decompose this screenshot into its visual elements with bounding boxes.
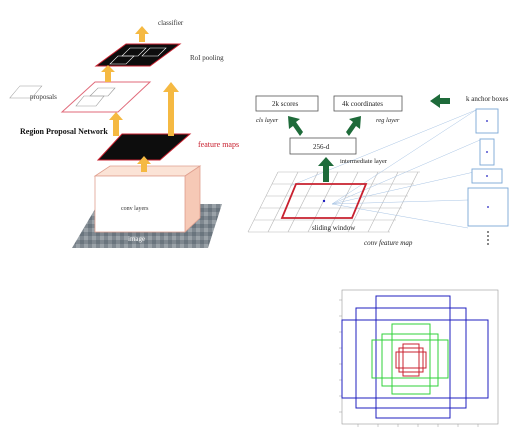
image-label: image [128, 235, 145, 243]
anchor-ellipsis-dots [487, 231, 489, 245]
blue-anchor-square [355, 307, 467, 409]
arrow-roi-to-classifier [135, 26, 149, 42]
green-arrows [288, 94, 450, 182]
classifier-label: classifier [158, 19, 184, 27]
anchor-boxes-label: k anchor boxes [466, 95, 509, 103]
arrow-to-cls [288, 116, 303, 136]
anchor-centers [486, 120, 489, 208]
coordinates-label: 4k coordinates [342, 100, 383, 108]
red-anchor-wide [395, 351, 427, 369]
sliding-window-label: sliding window [312, 224, 356, 232]
anchor-boxes [467, 108, 509, 227]
feature-maps-plane [96, 133, 192, 161]
roi-pooling-plane [94, 43, 182, 67]
scores-label: 2k scores [272, 100, 299, 108]
intermediate-label: intermediate layer [340, 158, 388, 165]
dim-label: 256-d [313, 143, 330, 151]
cls-layer-label: cls layer [256, 117, 279, 124]
conv-feature-map-grid [247, 171, 420, 233]
roi-pooling-label: RoI pooling [190, 54, 224, 62]
arrow-features-to-roi [163, 82, 179, 136]
proposals-plane [9, 81, 152, 113]
anchor-projection-lines [289, 109, 481, 229]
blue-anchor-wide [341, 319, 489, 399]
right-diagram: sliding window conv feature map 256-d in… [247, 94, 509, 247]
proposals-label: proposals [30, 93, 57, 101]
arrow-anchors-to-reg [430, 94, 450, 108]
red-anchor-square [398, 347, 424, 373]
anchor-plot [339, 289, 499, 427]
conv-feature-map-label: conv feature map [364, 239, 413, 247]
sliding-window [280, 183, 368, 219]
green-anchor-tall [391, 323, 431, 395]
arrow-conv-to-features [137, 156, 151, 172]
anchor-box-4 [467, 187, 509, 227]
conv-layers-label: conv layers [121, 206, 149, 212]
reg-layer-label: reg layer [376, 117, 400, 124]
scores-box [255, 95, 319, 112]
green-anchors [371, 323, 449, 395]
blue-anchor-tall [375, 295, 451, 419]
arrow-features-to-proposals [109, 112, 123, 136]
plot-frame [341, 289, 499, 425]
rpn-label: Region Proposal Network [20, 127, 108, 136]
blue-anchors [341, 295, 489, 419]
left-diagram: image conv layers feature maps proposals… [9, 19, 239, 248]
coordinates-box [333, 95, 403, 112]
intermediate-box [289, 137, 357, 155]
green-anchor-square [381, 333, 439, 387]
red-anchor-tall [402, 343, 420, 377]
green-anchor-wide [371, 339, 449, 379]
feature-maps-label: feature maps [198, 140, 239, 149]
arrow-window-to-intermediate [318, 157, 334, 182]
arrow-proposals-to-roi [101, 65, 115, 82]
conv-layers-box [93, 165, 202, 233]
arrow-to-reg [346, 116, 361, 136]
window-center-dot [322, 199, 326, 203]
orange-arrows [101, 26, 179, 172]
red-anchors [395, 343, 427, 377]
